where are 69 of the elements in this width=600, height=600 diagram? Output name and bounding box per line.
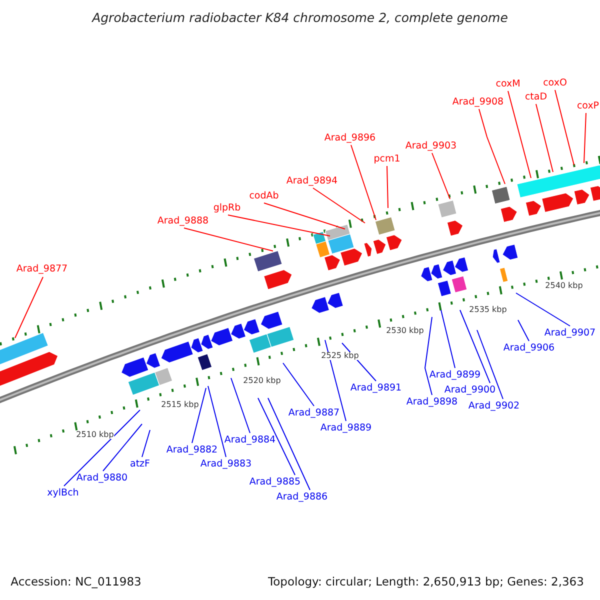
gene-label: Arad_9891 [350, 383, 402, 393]
gene-label: Arad_9880 [76, 473, 128, 483]
leader-line [282, 362, 314, 406]
leader-line [508, 90, 532, 178]
gene-label: atzF [130, 459, 150, 469]
gene-label: Arad_9907 [544, 328, 596, 338]
leader-line [228, 214, 330, 236]
leader-line [386, 166, 388, 208]
gene-label: Arad_9898 [406, 397, 458, 407]
gene-label: Arad_9896 [324, 133, 376, 143]
gene-label: Arad_9900 [444, 385, 496, 395]
leader-line [584, 112, 586, 164]
gene-label: Arad_9883 [200, 459, 252, 469]
footer-text: Topology: circular; Length: 2,650,913 bp; Genes: 2,363 [268, 576, 584, 588]
gene-label: codAb [249, 191, 279, 201]
leader-line [324, 340, 346, 422]
leader-line [268, 398, 310, 490]
leader-line [264, 202, 346, 230]
leader-line [440, 310, 456, 368]
leader-line [350, 144, 376, 220]
gene-label: ctaD [524, 92, 548, 102]
leader-line [536, 104, 554, 172]
leader-line [258, 398, 296, 476]
gene-label: xylBch [47, 488, 79, 498]
gene-label: Arad_9902 [468, 401, 520, 411]
scale-label: 2525 kbp [321, 352, 359, 360]
scale-label: 2515 kbp [161, 401, 199, 409]
leader-line [184, 228, 274, 252]
gene-label: Arad_9887 [288, 408, 340, 418]
leader-line [142, 430, 150, 458]
gene-label: Arad_9908 [452, 97, 504, 107]
gene-label: Arad_9877 [16, 264, 68, 274]
gene-label: coxO [543, 78, 567, 88]
title: Agrobacterium radiobacter K84 chromosome 2, complete genome [92, 12, 508, 24]
leader-line [460, 310, 490, 384]
gene-label: Arad_9894 [286, 176, 338, 186]
gene-label: pcm1 [374, 154, 400, 164]
leader-line [14, 276, 44, 338]
gene-label: Arad_9886 [276, 492, 328, 502]
gene-label: Arad_9899 [429, 370, 481, 380]
leader-line [476, 330, 504, 400]
gene-label: Arad_9906 [503, 343, 555, 353]
leader-line [554, 90, 574, 166]
scale-label: 2535 kbp [469, 306, 507, 314]
leader-line [518, 320, 530, 342]
gene-label: Arad_9882 [166, 445, 218, 455]
gene-label: coxP [576, 101, 600, 111]
leader-line [312, 188, 366, 224]
scale-label: 2520 kbp [243, 377, 281, 385]
leader-line [102, 424, 142, 472]
leader-line [230, 378, 250, 434]
leader-line [478, 108, 506, 184]
leader-line [192, 388, 206, 444]
leader-line [432, 152, 450, 200]
gene-label: coxM [496, 79, 520, 89]
leader-line [516, 292, 570, 326]
scale-label: 2510 kbp [76, 431, 114, 439]
gene-label: Arad_9885 [249, 477, 301, 487]
scale-label: 2530 kbp [386, 327, 424, 335]
gene-label: Arad_9889 [320, 423, 372, 433]
gene-label: Arad_9903 [405, 141, 457, 151]
gene-label: Arad_9884 [224, 435, 276, 445]
gene-label: Arad_9888 [157, 216, 209, 226]
leader-line [64, 410, 140, 486]
leader-line [424, 316, 432, 396]
footer-text: Accession: NC_011983 [10, 576, 142, 588]
leader-line [208, 386, 226, 458]
scale-label: 2540 kbp [545, 282, 583, 290]
gene-label: glpRb [213, 203, 241, 213]
